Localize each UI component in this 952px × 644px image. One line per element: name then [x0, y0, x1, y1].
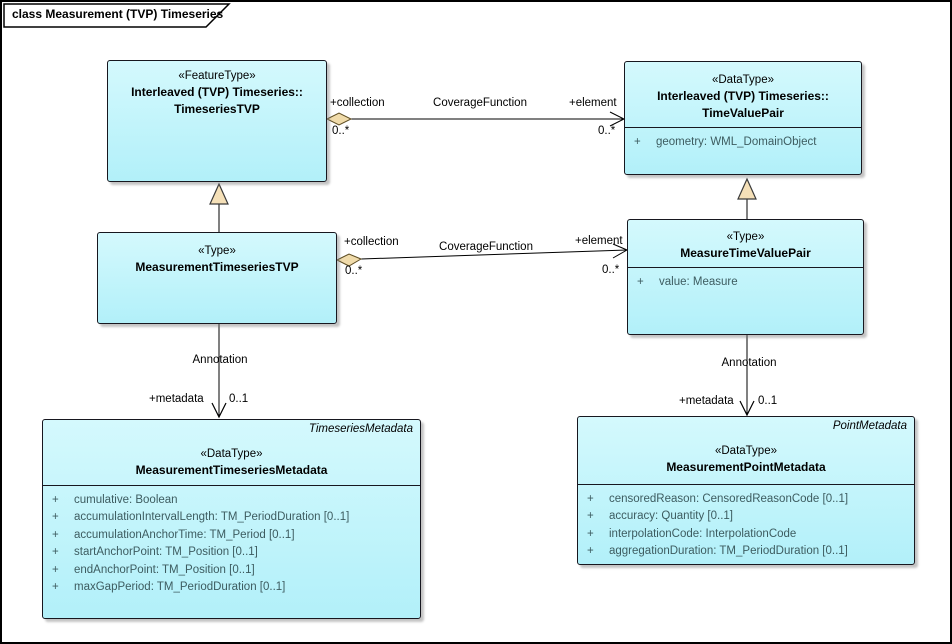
source-multiplicity-label: 0..* — [345, 265, 363, 277]
generalization-right[interactable] — [737, 177, 757, 219]
source-role-label: +collection — [330, 97, 385, 109]
attribute-visibility: + — [52, 511, 59, 524]
stereotype-label: «FeatureType» — [178, 70, 256, 82]
attribute-text: accuracy: Quantity [0..1] — [609, 510, 734, 523]
attribute-text: interpolationCode: InterpolationCode — [609, 527, 797, 540]
generalization-triangle-icon — [209, 182, 229, 205]
attribute-text: geometry: WML_DomainObject — [656, 136, 817, 148]
attribute-visibility: + — [587, 527, 594, 540]
attribute-visibility: + — [52, 563, 59, 576]
open-arrow-icon — [739, 400, 755, 417]
class-name: MeasurementTimeseriesMetadata — [135, 463, 328, 477]
attribute-text: endAnchorPoint: TM_Position [0..1] — [74, 563, 255, 576]
attribute-visibility: + — [587, 510, 594, 523]
diagram-title: class Measurement (TVP) Timeseries — [12, 7, 224, 21]
aggregation-diamond-icon — [325, 112, 353, 126]
attribute-visibility: + — [587, 493, 594, 505]
class-name: Interleaved (TVP) Timeseries:: — [131, 85, 303, 99]
attribute-row: + accuracy: Quantity [0..1] — [578, 508, 914, 525]
attribute-row: + interpolationCode: InterpolationCode — [578, 526, 914, 543]
multiplicity-label: 0..1 — [758, 395, 778, 407]
attribute-row: + censoredReason: CensoredReasonCode [0.… — [578, 491, 914, 508]
stereotype-label: «DataType» — [200, 448, 263, 460]
class-measurement-point-metadata[interactable]: PointMetadata «DataType» MeasurementPoin… — [577, 416, 915, 565]
generalization-left[interactable] — [209, 182, 229, 232]
attribute-row: + aggregationDuration: TM_PeriodDuration… — [578, 543, 914, 560]
attribute-row: + startAnchorPoint: TM_Position [0..1] — [43, 544, 420, 561]
attribute-visibility: + — [52, 494, 59, 506]
source-role-label: +collection — [344, 236, 399, 248]
class-measurement-timeseries-tvp[interactable]: «Type» MeasurementTimeseriesTVP — [97, 232, 337, 324]
class-measurement-timeseries-metadata[interactable]: TimeseriesMetadata «DataType» Measuremen… — [42, 419, 421, 619]
attribute-visibility: + — [52, 581, 59, 594]
attribute-text: accumulationIntervalLength: TM_PeriodDur… — [74, 511, 350, 524]
open-arrow-icon — [211, 402, 227, 419]
attribute-text: censoredReason: CensoredReasonCode [0..1… — [609, 493, 849, 505]
class-name: Interleaved (TVP) Timeseries:: — [657, 89, 829, 103]
class-name: MeasureTimeValuePair — [680, 246, 811, 260]
target-role-label: +element — [569, 97, 617, 109]
classifier-tag: TimeseriesMetadata — [308, 423, 413, 435]
attribute-visibility: + — [587, 545, 594, 558]
annotation-name-label: Annotation — [192, 354, 248, 366]
attribute-text: cumulative: Boolean — [74, 494, 178, 506]
association-name-label: CoverageFunction — [439, 241, 533, 253]
class-name: TimeseriesTVP — [174, 101, 260, 116]
attribute-row: + accumulationIntervalLength: TM_PeriodD… — [43, 509, 420, 526]
class-name: TimeValuePair — [702, 105, 784, 120]
annotation-connector-right[interactable] — [739, 335, 755, 417]
stereotype-label: «Type» — [726, 231, 765, 243]
class-name: MeasurementPointMetadata — [666, 460, 826, 474]
attribute-visibility: + — [637, 276, 644, 288]
source-multiplicity-label: 0..* — [332, 125, 350, 137]
frame-tab — [3, 3, 231, 28]
attribute-text: maxGapPeriod: TM_PeriodDuration [0..1] — [74, 581, 286, 594]
attribute-row: + accumulationAnchorTime: TM_Period [0..… — [43, 527, 420, 544]
stereotype-label: «Type» — [198, 245, 236, 257]
association-coveragefunction-top[interactable] — [325, 111, 626, 127]
target-multiplicity-label: 0..* — [598, 125, 616, 137]
class-time-value-pair[interactable]: «DataType» Interleaved (TVP) Timeseries:… — [624, 61, 862, 175]
annotation-name-label: Annotation — [721, 357, 777, 369]
attribute-row: + cumulative: Boolean — [43, 492, 420, 509]
generalization-triangle-icon — [737, 177, 757, 200]
stereotype-label: «DataType» — [711, 74, 774, 86]
role-label: +metadata — [679, 395, 734, 407]
attribute-text: aggregationDuration: TM_PeriodDuration [… — [609, 545, 848, 558]
association-name-label: CoverageFunction — [433, 97, 527, 109]
classifier-tag: PointMetadata — [832, 420, 907, 432]
attribute-text: startAnchorPoint: TM_Position [0..1] — [74, 546, 258, 559]
target-role-label: +element — [575, 235, 623, 247]
class-name: MeasurementTimeseriesTVP — [135, 260, 299, 274]
attribute-visibility: + — [52, 528, 59, 541]
attribute-text: accumulationAnchorTime: TM_Period [0..1] — [74, 528, 295, 541]
attribute-row: + value: Measure — [628, 274, 863, 291]
class-measure-time-value-pair[interactable]: «Type» MeasureTimeValuePair + value: Mea… — [627, 219, 864, 335]
attribute-visibility: + — [52, 546, 59, 559]
multiplicity-label: 0..1 — [229, 393, 249, 405]
attribute-row: + geometry: WML_DomainObject — [625, 134, 861, 151]
attribute-row: + maxGapPeriod: TM_PeriodDuration [0..1] — [43, 579, 420, 596]
annotation-connector-left[interactable] — [211, 324, 227, 419]
attribute-visibility: + — [634, 136, 641, 148]
attribute-text: value: Measure — [659, 276, 738, 288]
target-multiplicity-label: 0..* — [602, 264, 620, 276]
aggregation-diamond-icon — [335, 253, 363, 267]
role-label: +metadata — [149, 393, 204, 405]
attribute-row: + endAnchorPoint: TM_Position [0..1] — [43, 562, 420, 579]
stereotype-label: «DataType» — [714, 445, 777, 457]
class-timeseries-tvp[interactable]: «FeatureType» Interleaved (TVP) Timeseri… — [107, 60, 327, 182]
